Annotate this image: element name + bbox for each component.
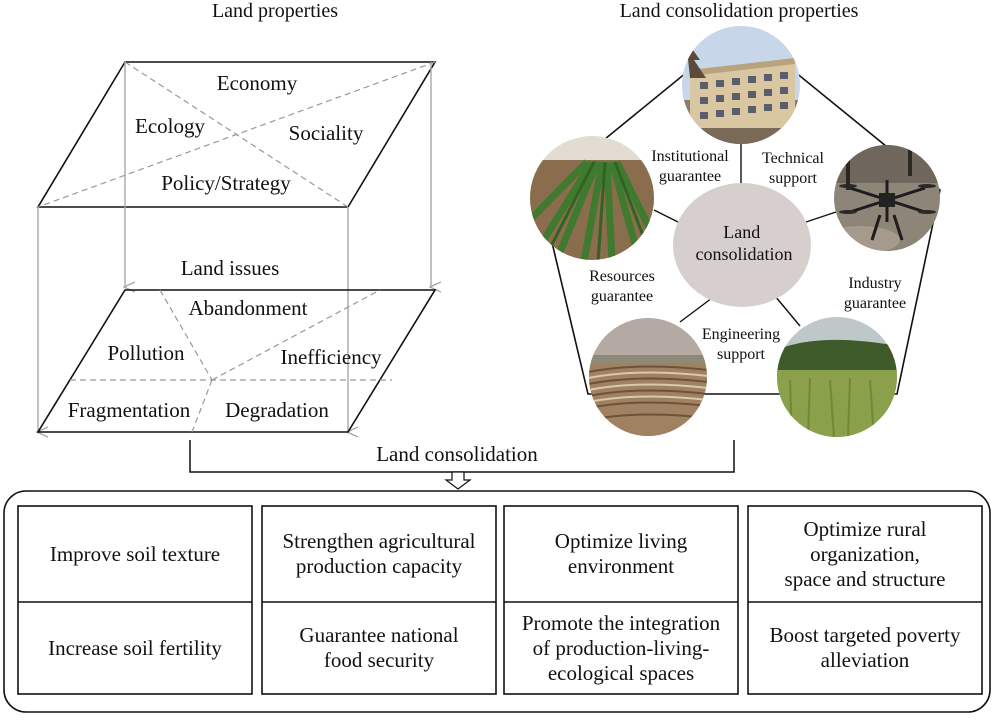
property-sociality: Sociality bbox=[289, 121, 364, 145]
issue-inefficiency: Inefficiency bbox=[280, 345, 382, 369]
building-photo-icon bbox=[682, 26, 800, 144]
issue-degradation: Degradation bbox=[225, 398, 329, 422]
outcome-strengthen-production: Strengthen agricultural production capac… bbox=[282, 529, 476, 578]
consolidation-properties-title: Land consolidation properties bbox=[620, 0, 859, 22]
green-field-photo-icon bbox=[777, 317, 897, 437]
outcome-optimize-rural: Optimize rural organization, space and s… bbox=[784, 516, 946, 591]
outcome-integration-spaces: Promote the integration of production-li… bbox=[521, 610, 721, 685]
issue-abandonment: Abandonment bbox=[189, 296, 308, 320]
outcome-boxes bbox=[17, 505, 983, 695]
drone-photo-icon bbox=[834, 145, 940, 251]
outcome-food-security: Guarantee national food security bbox=[299, 623, 459, 672]
property-policy: Policy/Strategy bbox=[161, 171, 291, 195]
crop-field-photo-icon bbox=[530, 136, 654, 260]
land-consolidation-center bbox=[673, 183, 811, 307]
property-economy: Economy bbox=[217, 71, 298, 95]
property-ecology: Ecology bbox=[135, 114, 205, 138]
center-line-1: Land bbox=[723, 222, 760, 242]
land-properties-title: Land properties bbox=[212, 0, 338, 22]
outcome-poverty-alleviation: Boost targeted poverty alleviation bbox=[769, 623, 961, 672]
outcome-optimize-living: Optimize living environment bbox=[554, 529, 688, 578]
center-line-2: consolidation bbox=[696, 244, 793, 264]
outcome-improve-soil-texture: Improve soil texture bbox=[49, 541, 221, 566]
pentagon-spokes bbox=[653, 144, 837, 327]
pentagon-center-label: Land consolidation bbox=[696, 222, 793, 264]
bottom-parallelogram bbox=[36, 289, 437, 433]
outcomes-frame bbox=[3, 490, 991, 713]
flow-label: Land consolidation bbox=[376, 442, 538, 466]
terraced-fields-photo-icon bbox=[589, 318, 707, 436]
issue-pollution: Pollution bbox=[107, 341, 185, 365]
issue-fragmentation: Fragmentation bbox=[68, 398, 191, 422]
down-arrow-icon bbox=[444, 471, 472, 490]
outcome-increase-fertility: Increase soil fertility bbox=[48, 635, 222, 660]
projection-arrows bbox=[38, 62, 431, 432]
land-issues-title: Land issues bbox=[181, 256, 280, 280]
